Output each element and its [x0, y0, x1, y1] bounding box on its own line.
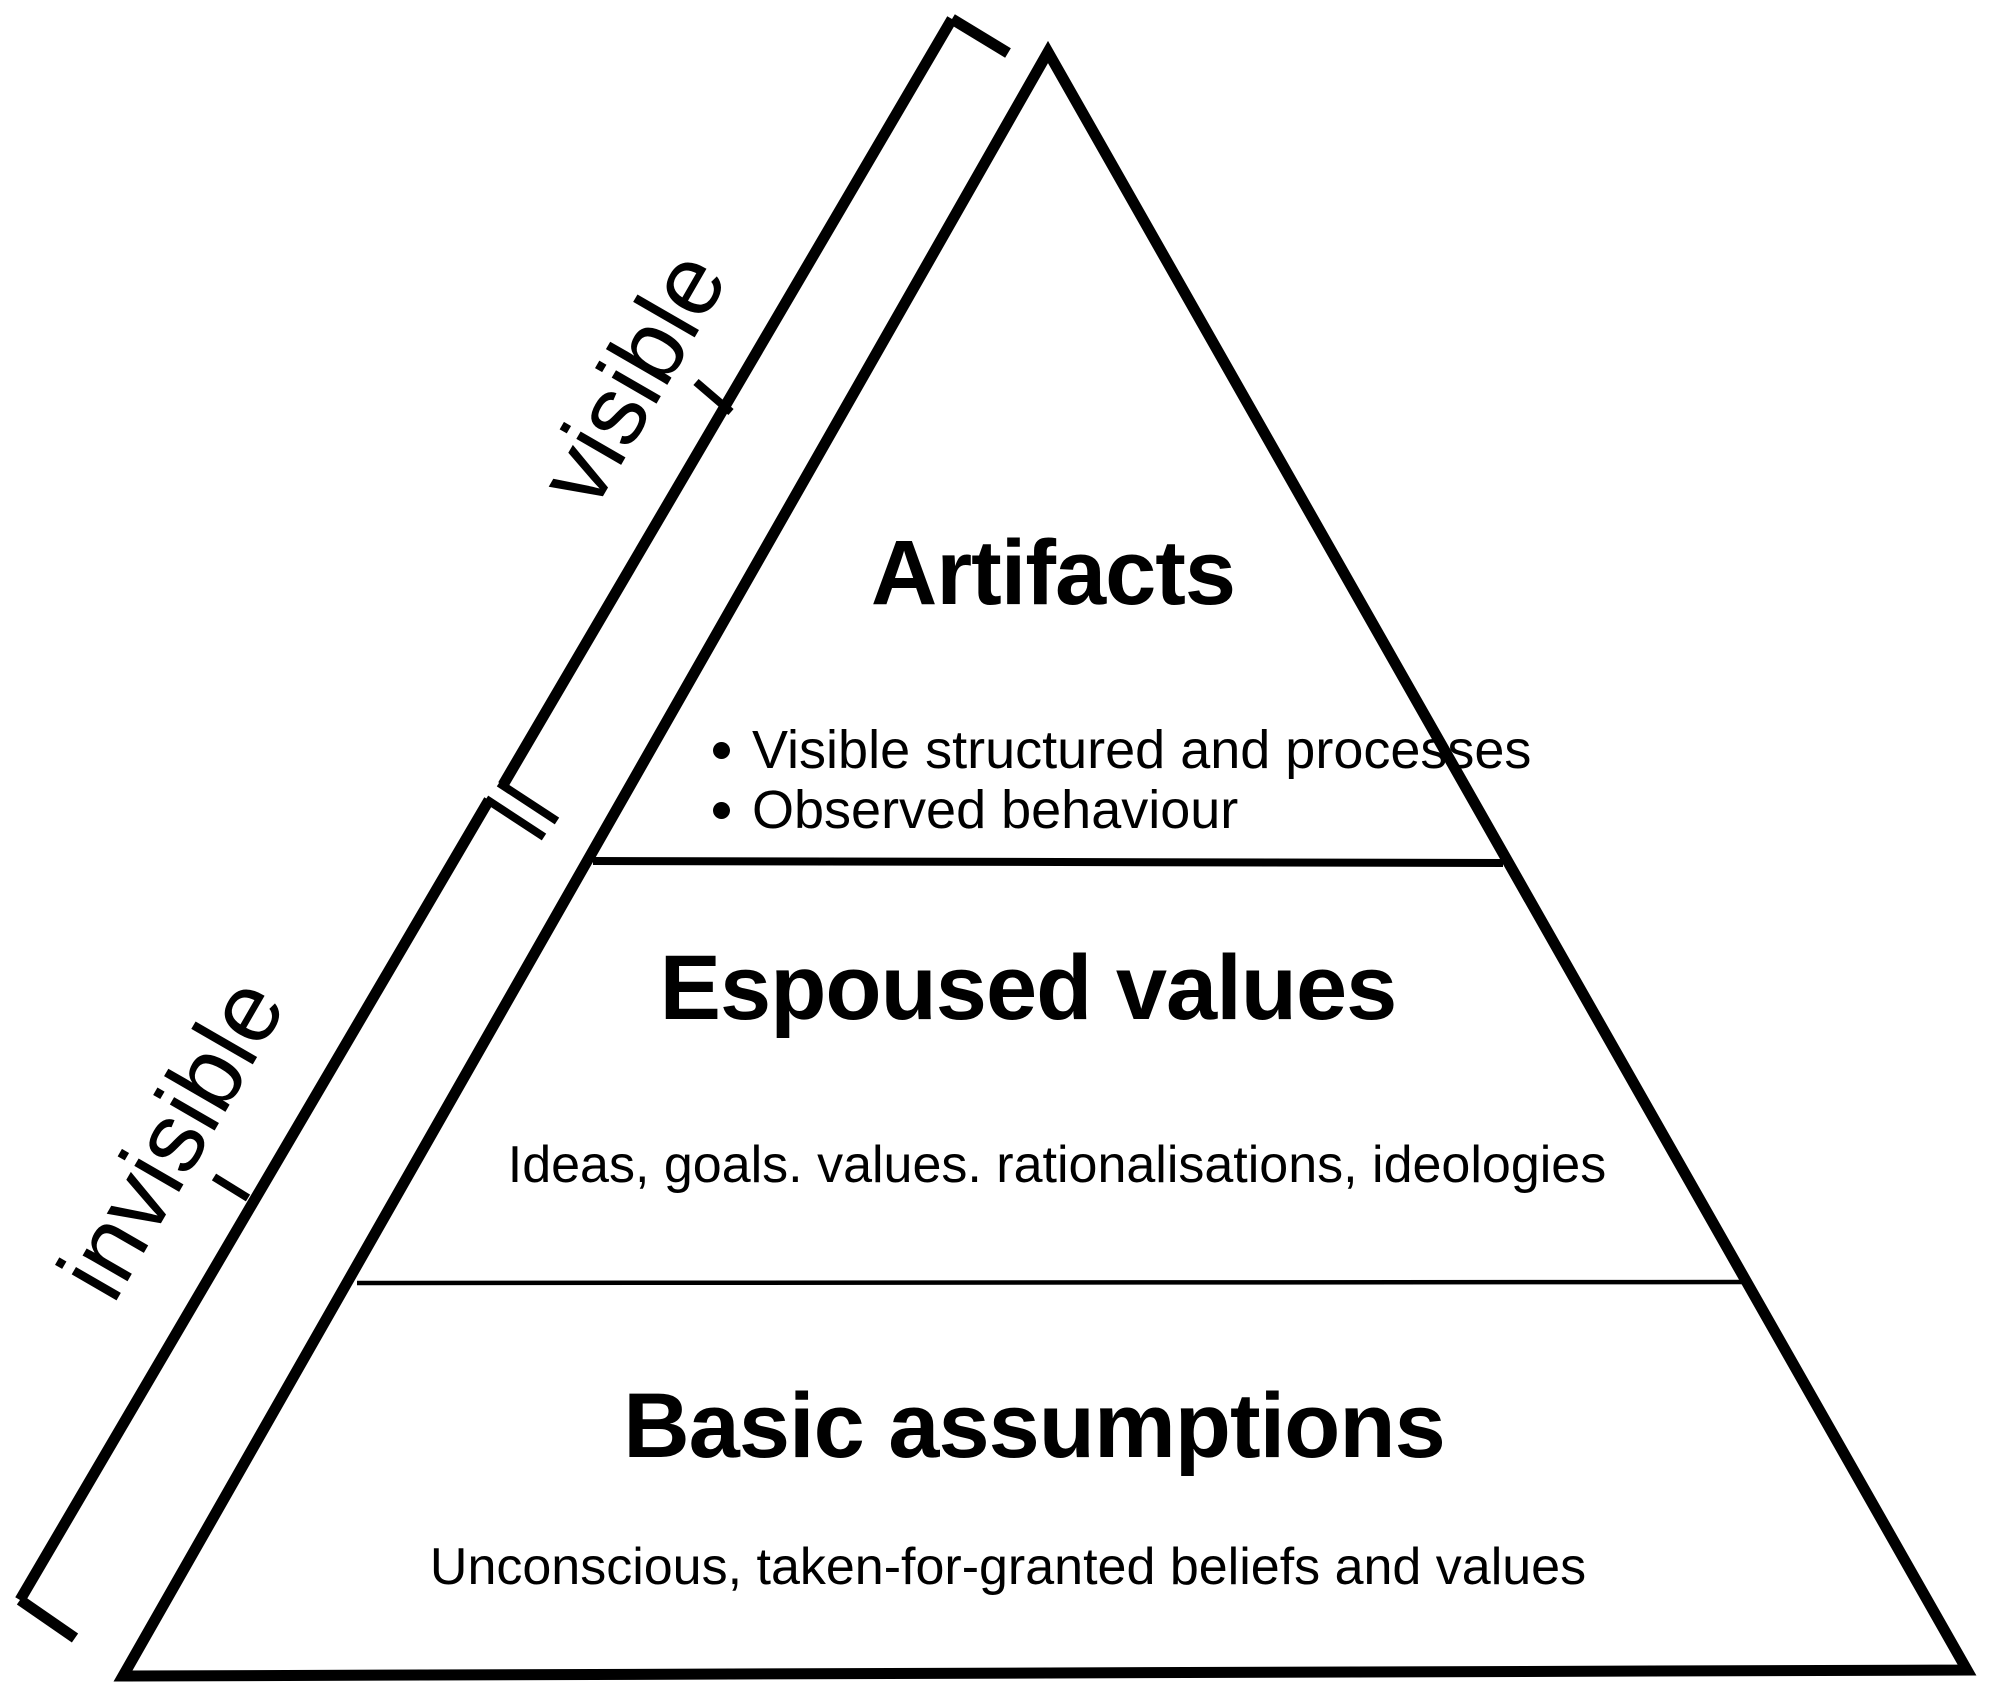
espoused-values-title: Espoused values	[659, 937, 1398, 1039]
axis-top-end-tick-icon	[949, 14, 1011, 58]
axis-break-tick-1-icon	[496, 779, 560, 825]
axis-bottom-end-tick-icon	[16, 1595, 79, 1643]
espoused-values-description: Ideas, goals. values. rationalisations, …	[507, 1136, 1607, 1194]
artifacts-bullet-row: Observed behaviour	[713, 780, 1531, 840]
artifacts-bullet-text: Observed behaviour	[752, 780, 1239, 840]
visibility-axis-upper-segment	[498, 16, 957, 788]
basic-assumptions-title: Basic assumptions	[623, 1375, 1446, 1477]
divider-artifacts-espoused	[592, 857, 1504, 867]
artifacts-title: Artifacts	[870, 522, 1236, 624]
artifacts-bullet-list: Visible structured and processes Observe…	[713, 720, 1531, 840]
artifacts-bullet-text: Visible structured and processes	[752, 720, 1532, 780]
basic-assumptions-description: Unconscious, taken-for-granted beliefs a…	[429, 1538, 1587, 1596]
pyramid-outline	[113, 40, 1977, 1682]
artifacts-bullet-row: Visible structured and processes	[713, 720, 1531, 780]
bullet-icon	[713, 801, 730, 819]
divider-espoused-basic	[356, 1279, 1748, 1286]
visible-range-tick-icon	[693, 378, 734, 416]
axis-break-tick-2-icon	[483, 795, 547, 841]
invisible-range-tick-icon	[211, 1173, 251, 1202]
visibility-axis-lower-segment	[15, 797, 494, 1603]
bullet-icon	[713, 741, 730, 759]
